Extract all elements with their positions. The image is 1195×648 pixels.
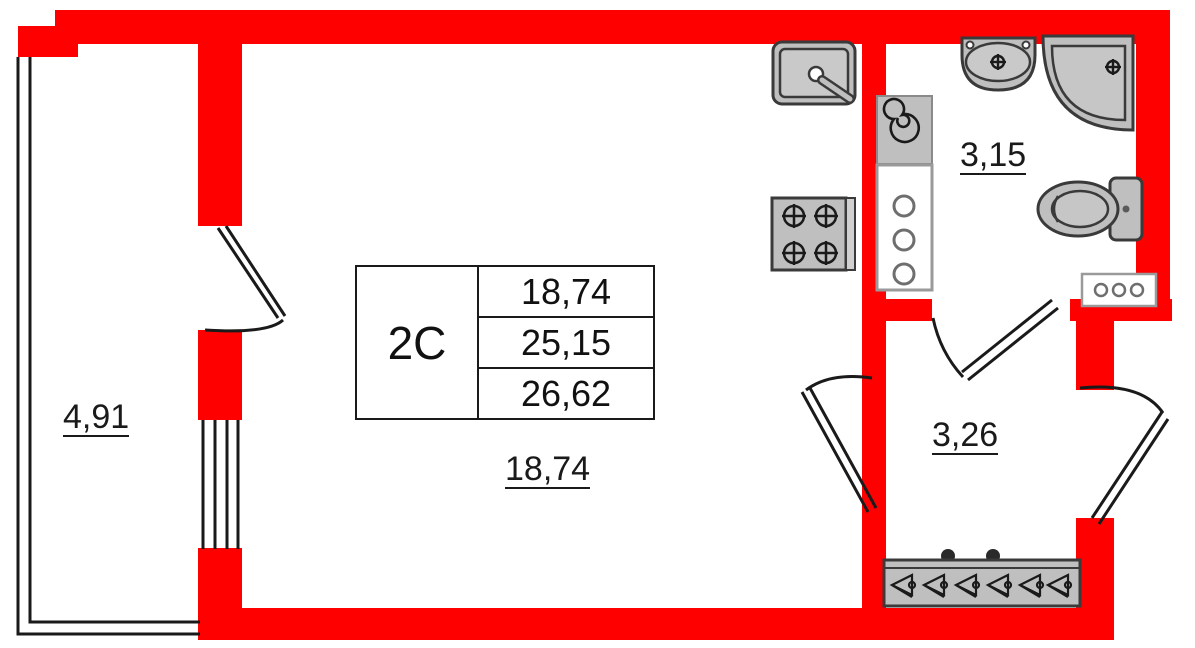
wardrobe-icon: [882, 549, 1082, 608]
legend-total-area: 25,15: [479, 318, 653, 369]
corner-shower-icon: [1041, 34, 1135, 132]
balcony-door: [204, 225, 287, 333]
balcony-outline: [16, 57, 200, 636]
washing-machine-icon: [876, 95, 933, 165]
toilet-icon: [1036, 176, 1144, 242]
apartment-type: 2C: [357, 267, 479, 418]
legend-living-area: 18,74: [479, 267, 653, 318]
balcony-window: [201, 420, 240, 549]
niche-shelf-icon: [1080, 272, 1158, 308]
kitchen-sink-icon: [771, 40, 857, 106]
walls: [18, 10, 1172, 640]
wash-basin-icon: [960, 36, 1037, 92]
room-label-living-room: 18,74: [505, 450, 591, 489]
cooktop-icon: [770, 196, 856, 272]
entrance-door: [1079, 385, 1170, 525]
room-door: [800, 375, 878, 513]
room-label-bathroom: 3,15: [960, 136, 1027, 175]
legend-total-with-balcony: 26,62: [520, 372, 612, 414]
legend-values: 18,74 25,15 26,62: [479, 267, 653, 418]
heated-towel-rail-icon: [875, 163, 934, 292]
apartment-legend: 2C 18,74 25,15 26,62: [355, 265, 655, 420]
room-label-hallway: 3,26: [932, 416, 999, 455]
room-label-balcony: 4,91: [63, 398, 130, 437]
bathroom-door: [931, 298, 1059, 382]
